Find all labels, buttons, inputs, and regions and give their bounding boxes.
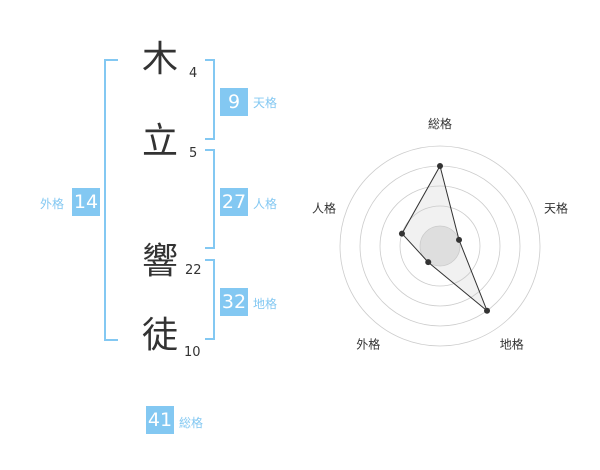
gaikaku-bracket bbox=[104, 59, 118, 341]
soukaku-label: 総格 bbox=[179, 416, 204, 430]
jinkaku-bracket bbox=[205, 149, 215, 249]
radar-axis-label-0: 総格 bbox=[428, 116, 452, 131]
chikaku-value: 32 bbox=[220, 288, 248, 316]
tenkaku-label: 天格 bbox=[253, 96, 278, 110]
stroke-count-1: 4 bbox=[189, 66, 198, 81]
radar-point-4 bbox=[398, 230, 405, 237]
radar-axis-label-1: 天格 bbox=[544, 200, 568, 215]
stroke-count-4: 10 bbox=[184, 345, 201, 360]
name-char-4: 徒 bbox=[141, 315, 178, 356]
stroke-count-2: 5 bbox=[189, 146, 198, 161]
radar-axis-label-4: 人格 bbox=[312, 200, 336, 215]
chikaku-label: 地格 bbox=[253, 297, 278, 311]
radar-point-1 bbox=[456, 236, 463, 243]
radar-point-0 bbox=[437, 163, 443, 169]
fortune-brackets bbox=[104, 59, 215, 341]
radar-point-3 bbox=[425, 259, 432, 266]
radar-data-polygon bbox=[401, 164, 488, 312]
radar-axis-label-3: 外格 bbox=[356, 337, 380, 352]
radar-ring-1 bbox=[419, 225, 461, 267]
tenkaku-value: 9 bbox=[220, 88, 248, 116]
soukaku-value: 41 bbox=[146, 406, 174, 434]
radar-ring-5 bbox=[339, 145, 541, 347]
gaikaku-value: 14 bbox=[72, 188, 100, 216]
jinkaku-label: 人格 bbox=[253, 197, 278, 211]
stroke-count-3: 22 bbox=[185, 263, 202, 278]
name-char-1: 木 bbox=[141, 39, 178, 80]
radar-ring-2 bbox=[399, 205, 481, 287]
jinkaku-value: 27 bbox=[220, 188, 248, 216]
radar-axis-label-2: 地格 bbox=[500, 337, 524, 352]
radar-ring-3 bbox=[379, 185, 501, 307]
radar-point-2 bbox=[484, 307, 491, 314]
tenkaku-bracket bbox=[205, 59, 215, 140]
gaikaku-label: 外格 bbox=[40, 197, 65, 211]
name-char-3: 響 bbox=[141, 241, 178, 282]
chikaku-bracket bbox=[205, 259, 215, 340]
name-char-2: 立 bbox=[141, 121, 178, 162]
